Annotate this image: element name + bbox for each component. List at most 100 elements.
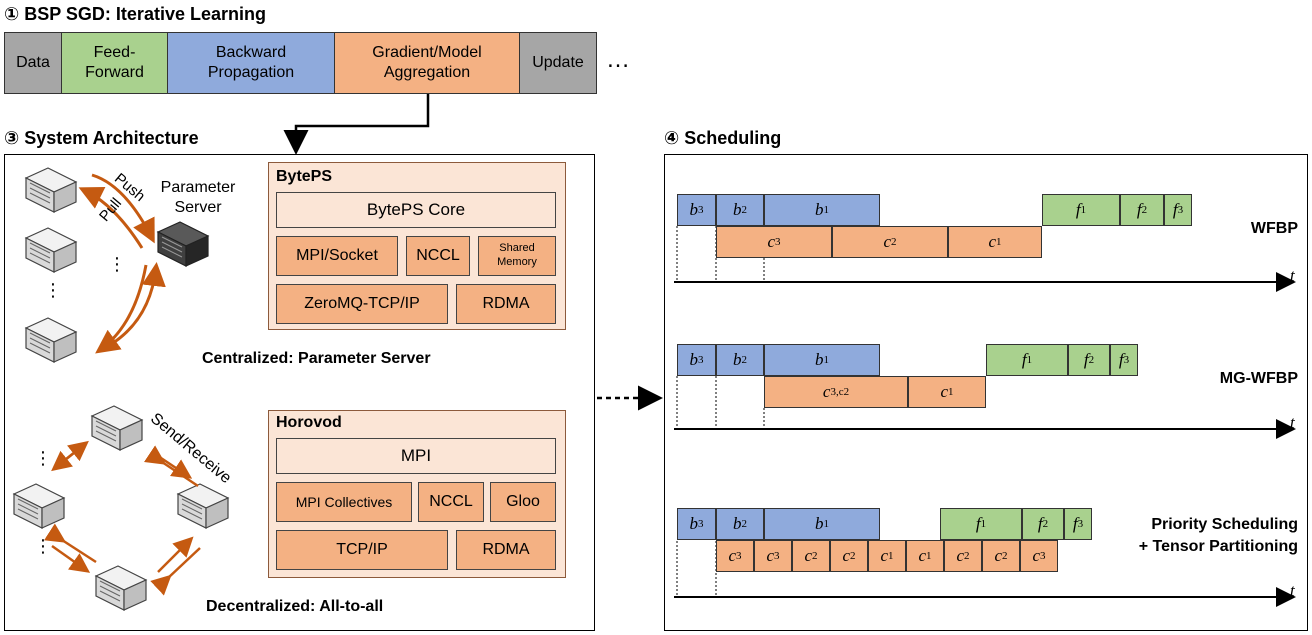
architecture-drawing xyxy=(13,167,229,611)
pull-arrow xyxy=(95,264,148,354)
forward-block-index: 3 xyxy=(1077,518,1084,530)
backward-block-symbol: b xyxy=(815,200,824,219)
communication-block-symbol: c xyxy=(956,546,965,565)
forward-block-symbol: f xyxy=(1075,200,1081,219)
peer-ellipsis: ⋮ xyxy=(34,536,52,556)
forward-block-index: 2 xyxy=(1042,518,1049,530)
pipeline-ellipsis: … xyxy=(606,46,630,73)
backward-block-index: 3 xyxy=(698,518,704,530)
gloo-layer: Gloo xyxy=(490,482,556,522)
communication-block-symbol: c xyxy=(822,382,831,401)
backward-block-symbol: b xyxy=(733,350,742,369)
communication-block-index: 1 xyxy=(926,550,932,562)
forward-block-symbol: f xyxy=(975,514,981,533)
byteps-rdma-layer: RDMA xyxy=(456,284,556,324)
backward-block-symbol: b xyxy=(689,350,699,369)
pipeline-backward: Backward Propagation xyxy=(167,32,335,94)
forward-block-index: 2 xyxy=(1141,204,1148,216)
backward-block-index: 2 xyxy=(741,204,748,216)
forward-block-symbol: f xyxy=(1021,350,1027,369)
peer-ellipsis: ⋮ xyxy=(34,448,52,468)
forward-block-index: 3 xyxy=(1177,204,1184,216)
backward-block-symbol: b xyxy=(733,514,742,533)
forward-block-index: 1 xyxy=(1026,354,1033,366)
forward-block-index: 1 xyxy=(980,518,987,530)
backward-block-symbol: b xyxy=(815,350,824,369)
backward-block-index: 1 xyxy=(823,354,830,366)
communication-block-index: 1 xyxy=(996,236,1002,248)
communication-block-index: 3 xyxy=(1040,550,1046,562)
communication-block-symbol: c xyxy=(804,546,813,565)
send-receive-arrow xyxy=(143,445,199,488)
pipeline-update-label: Update xyxy=(532,54,584,71)
communication-block-index: 3 xyxy=(775,236,781,248)
send-receive-arrow xyxy=(157,536,194,573)
communication-block-symbol: c xyxy=(766,546,775,565)
mpi-socket-layer: MPI/Socket xyxy=(276,236,398,276)
send-receive-arrow xyxy=(51,443,86,472)
mg-wfbp-label: MG-WFBP xyxy=(1219,370,1298,387)
pipeline-update: Update xyxy=(519,32,597,94)
aggregation-to-architecture-arrow xyxy=(283,94,430,155)
send-receive-arrow xyxy=(150,547,201,596)
communication-block-symbol: c xyxy=(767,232,776,251)
shared-memory-layer: Shared Memory xyxy=(478,236,556,276)
backward-block-index: 1 xyxy=(823,518,830,530)
horovod-rdma-layer: RDMA xyxy=(456,530,556,570)
forward-block-symbol: f xyxy=(1118,350,1124,369)
communication-block-symbol: c xyxy=(988,232,997,251)
backward-block-symbol: b xyxy=(689,514,699,533)
centralized-caption: Centralized: Parameter Server xyxy=(202,350,431,367)
shared-memory-label: Shared Memory xyxy=(497,242,537,268)
communication-block-symbol: c xyxy=(842,546,851,565)
forward-block-index: 3 xyxy=(1123,354,1130,366)
time-axis-label: t xyxy=(1290,581,1295,600)
communication-block-symbol: c xyxy=(883,232,892,251)
send-receive-arrow xyxy=(43,523,97,564)
tcpip-layer: TCP/IP xyxy=(276,530,448,570)
byteps-core: BytePS Core xyxy=(276,192,556,228)
communication-block-index: 3 xyxy=(736,550,742,562)
forward-block-symbol: f xyxy=(1083,350,1089,369)
pull-arrow xyxy=(78,187,144,249)
mpi-collectives-layer: MPI Collectives xyxy=(276,482,412,522)
pipeline-aggregation: Gradient/Model Aggregation xyxy=(334,32,520,94)
section1-title: ① BSP SGD: Iterative Learning xyxy=(4,4,266,24)
backward-block-index: 1 xyxy=(823,204,830,216)
time-axis-label: t xyxy=(1290,413,1295,432)
communication-block-symbol: c xyxy=(918,546,927,565)
backward-block-index: 3 xyxy=(698,354,704,366)
communication-block-symbol: c xyxy=(728,546,737,565)
time-axis-label: t xyxy=(1290,266,1295,285)
mpi-layer: MPI xyxy=(276,438,556,474)
send-receive-arrow xyxy=(51,544,91,573)
forward-block-index: 1 xyxy=(1080,204,1087,216)
forward-block-symbol: f xyxy=(1037,514,1043,533)
communication-block-symbol: c xyxy=(994,546,1003,565)
communication-block-index: 2 xyxy=(964,550,970,562)
